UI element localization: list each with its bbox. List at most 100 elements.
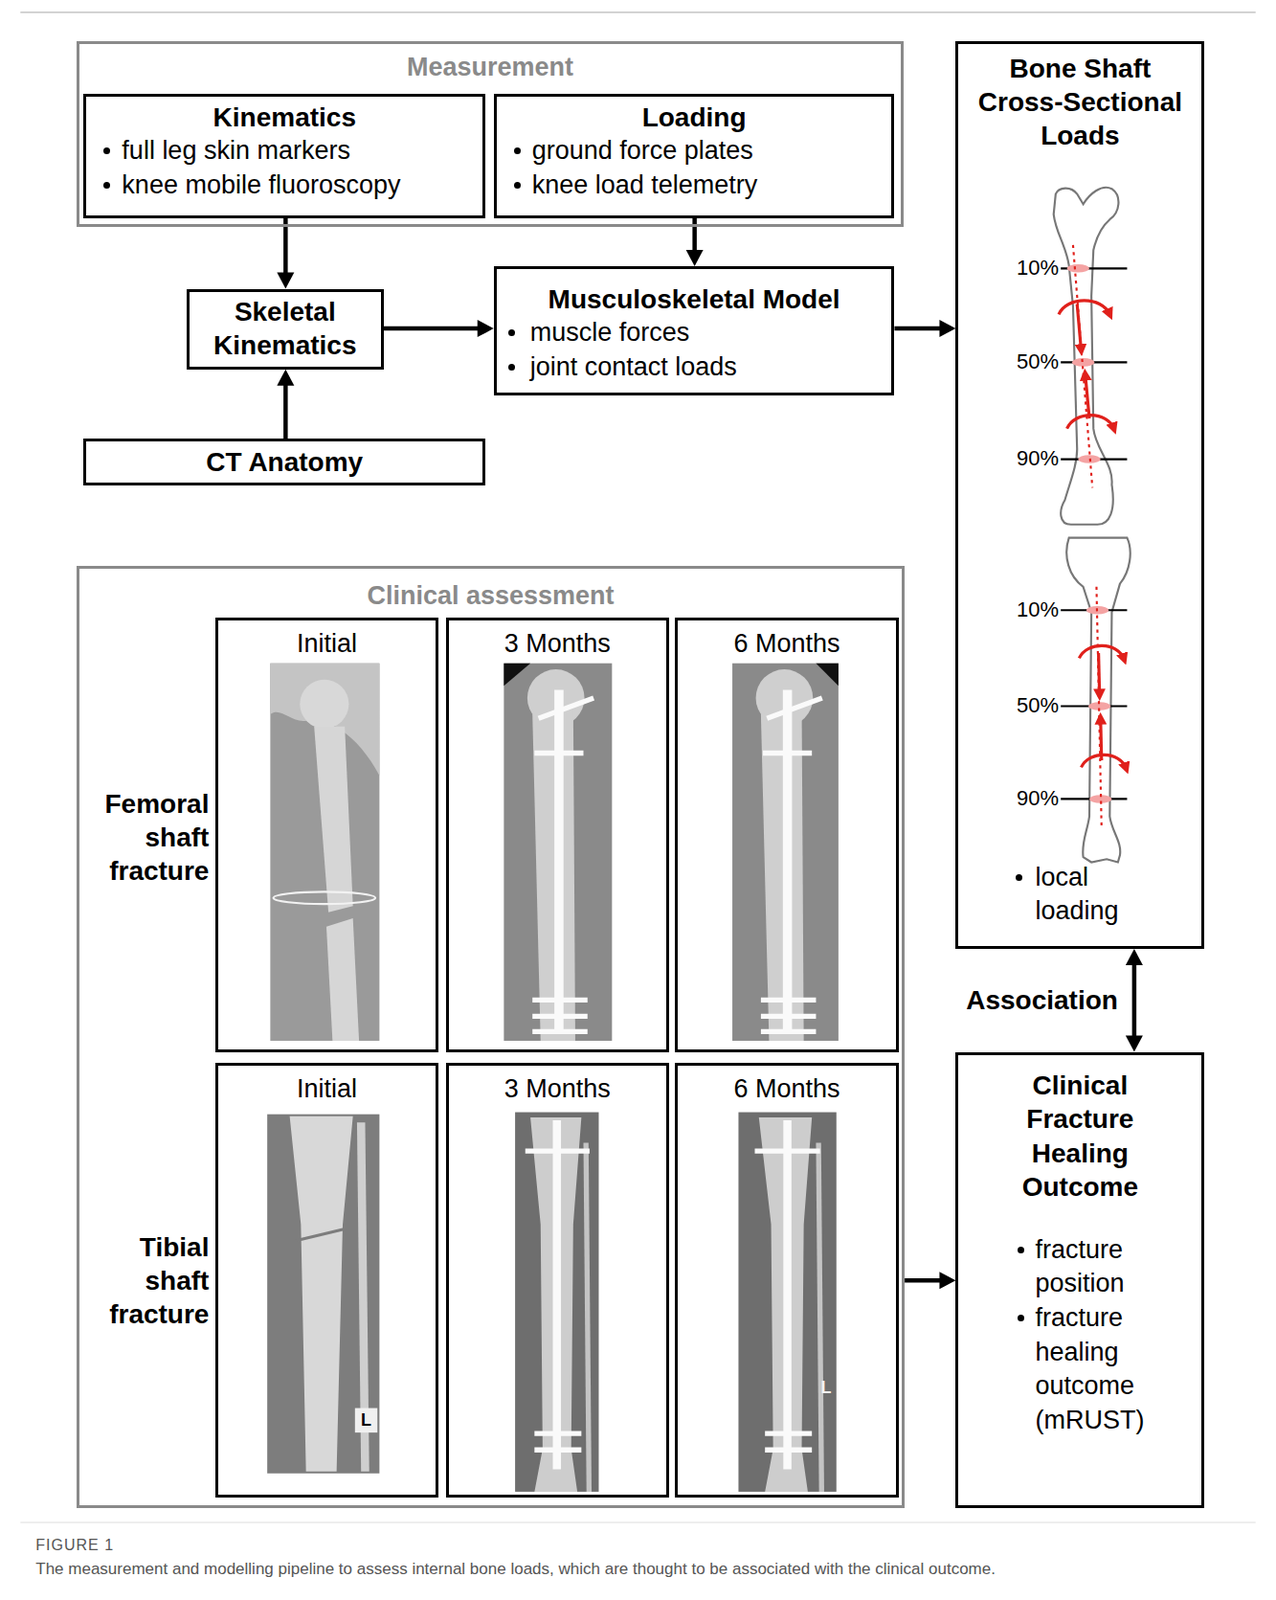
bullet-item: local loading <box>958 860 1217 929</box>
process-box: CT Anatomy <box>83 438 486 486</box>
xray-image <box>514 1112 599 1492</box>
xray-image <box>503 663 612 1041</box>
rule-line <box>20 11 1255 14</box>
connector <box>1125 948 1143 1053</box>
arrowhead <box>939 1271 956 1289</box>
row-label: Tibial shaft fracture <box>81 1230 209 1331</box>
bullet-text: joint contact loads <box>530 350 893 385</box>
arrowhead <box>276 272 294 290</box>
bullet-dot <box>103 147 111 155</box>
xray-image <box>269 663 380 1041</box>
arrowhead <box>276 369 294 386</box>
box-heading: Loading <box>496 100 893 135</box>
box-heading: Musculoskeletal Model <box>496 282 893 316</box>
box-heading: Skeletal Kinematics <box>197 295 374 361</box>
panel-heading: 3 Months <box>448 627 667 661</box>
row-label: Femoral shaft fracture <box>81 785 209 887</box>
connector-line <box>283 218 289 276</box>
xray-image <box>738 1112 836 1492</box>
arrowhead <box>686 249 704 267</box>
box-heading: Kinematics <box>86 100 483 135</box>
connector <box>904 1271 956 1289</box>
connector-line <box>904 1277 942 1283</box>
connector <box>894 319 956 337</box>
figure-number: FIGURE 1 <box>35 1536 342 1554</box>
group-box: MeasurementKinematicsfull leg skin marke… <box>76 41 904 227</box>
connector-line <box>894 326 942 332</box>
rule-line <box>20 1521 1255 1523</box>
outcome-box: Clinical Fracture Healing Outcome fractur… <box>955 1052 1205 1508</box>
bullet-dot <box>514 181 521 189</box>
bone-sketch <box>1053 187 1131 863</box>
xray-marker: L <box>815 1377 836 1398</box>
percent-label: 50% <box>997 693 1059 718</box>
connector <box>383 319 494 337</box>
bullet-text: ground force plates <box>532 134 893 169</box>
image-panel: Initial <box>215 1062 439 1498</box>
process-box: Musculoskeletal Modelmuscle forcesjoint … <box>493 266 896 396</box>
panel-heading: 6 Months <box>677 1073 896 1106</box>
box-heading: Clinical Fracture Healing Outcome <box>988 1068 1171 1205</box>
connector-line <box>283 382 289 439</box>
arrowhead <box>477 319 494 337</box>
box-heading: CT Anatomy <box>205 446 363 479</box>
process-box: Skeletal Kinematics <box>186 289 384 370</box>
percent-label: 50% <box>997 349 1059 375</box>
arrowhead <box>1125 948 1143 965</box>
connector-line <box>383 326 481 332</box>
bullet-dot <box>1017 1246 1025 1254</box>
percent-label: 10% <box>997 255 1059 281</box>
bone-load-box: Bone Shaft Cross-Sectional Loads local lo… <box>955 41 1205 949</box>
xray-marker: L <box>355 1410 378 1431</box>
bullet-item: ground force plates <box>496 134 893 169</box>
bullet-text: local loading <box>1034 860 1141 929</box>
process-box: Loadingground force platesknee load tele… <box>493 93 896 219</box>
connector-line <box>1132 962 1138 1039</box>
process-box: Kinematicsfull leg skin markersknee mobi… <box>83 93 486 219</box>
image-panel: Initial <box>215 617 439 1053</box>
bullet-item: joint contact loads <box>496 350 893 385</box>
panel-heading: 6 Months <box>677 627 896 661</box>
bullet-text: fracture healing outcome (mRUST) <box>1034 1300 1188 1438</box>
bullet-dot <box>514 147 521 155</box>
bullet-dot <box>1017 1314 1025 1321</box>
bullet-dot <box>1015 873 1023 881</box>
box-heading: Bone Shaft Cross-Sectional Loads <box>965 51 1194 153</box>
xray-image <box>732 663 839 1041</box>
group-title: Measurement <box>79 44 901 83</box>
panel-heading: Initial <box>218 1073 436 1106</box>
arrowhead <box>1125 1035 1143 1053</box>
image-panel: 6 Months <box>674 617 898 1053</box>
bullet-item: knee load telemetry <box>496 168 893 203</box>
bullet-item: knee mobile fluoroscopy <box>86 168 483 203</box>
bullet-text: full leg skin markers <box>121 134 483 169</box>
bullet-dot <box>508 329 515 336</box>
connector <box>276 218 294 290</box>
bullet-dot <box>508 363 515 371</box>
figure-caption: The measurement and modelling pipeline t… <box>35 1559 1260 1579</box>
image-panel: 3 Months <box>446 1062 670 1498</box>
bullet-item: muscle forces <box>496 315 893 351</box>
image-panel: 6 Months <box>674 1062 898 1498</box>
group-title: Clinical assessment <box>79 568 902 611</box>
percent-label: 90% <box>997 446 1059 471</box>
percent-label: 90% <box>997 785 1059 811</box>
percent-label: 10% <box>997 597 1059 623</box>
bullet-item: fracture position <box>958 1232 1275 1301</box>
bullet-text: knee load telemetry <box>532 168 893 203</box>
bullet-text: knee mobile fluoroscopy <box>121 168 483 203</box>
connector <box>276 369 294 439</box>
arrowhead <box>939 319 956 337</box>
connector-line <box>692 218 697 253</box>
edge-label: Association <box>962 984 1121 1016</box>
panel-heading: Initial <box>218 627 436 661</box>
bullet-item: full leg skin markers <box>86 134 483 169</box>
bullet-text: fracture position <box>1034 1232 1188 1301</box>
xray-image <box>267 1114 380 1474</box>
image-panel: 3 Months <box>446 617 670 1053</box>
bullet-dot <box>103 181 111 189</box>
bullet-item: fracture healing outcome (mRUST) <box>958 1300 1275 1438</box>
bullet-text: muscle forces <box>530 315 893 351</box>
panel-heading: 3 Months <box>448 1073 667 1106</box>
group-box: Clinical assessmentInitial 3 Months 6 Mont… <box>76 565 905 1508</box>
